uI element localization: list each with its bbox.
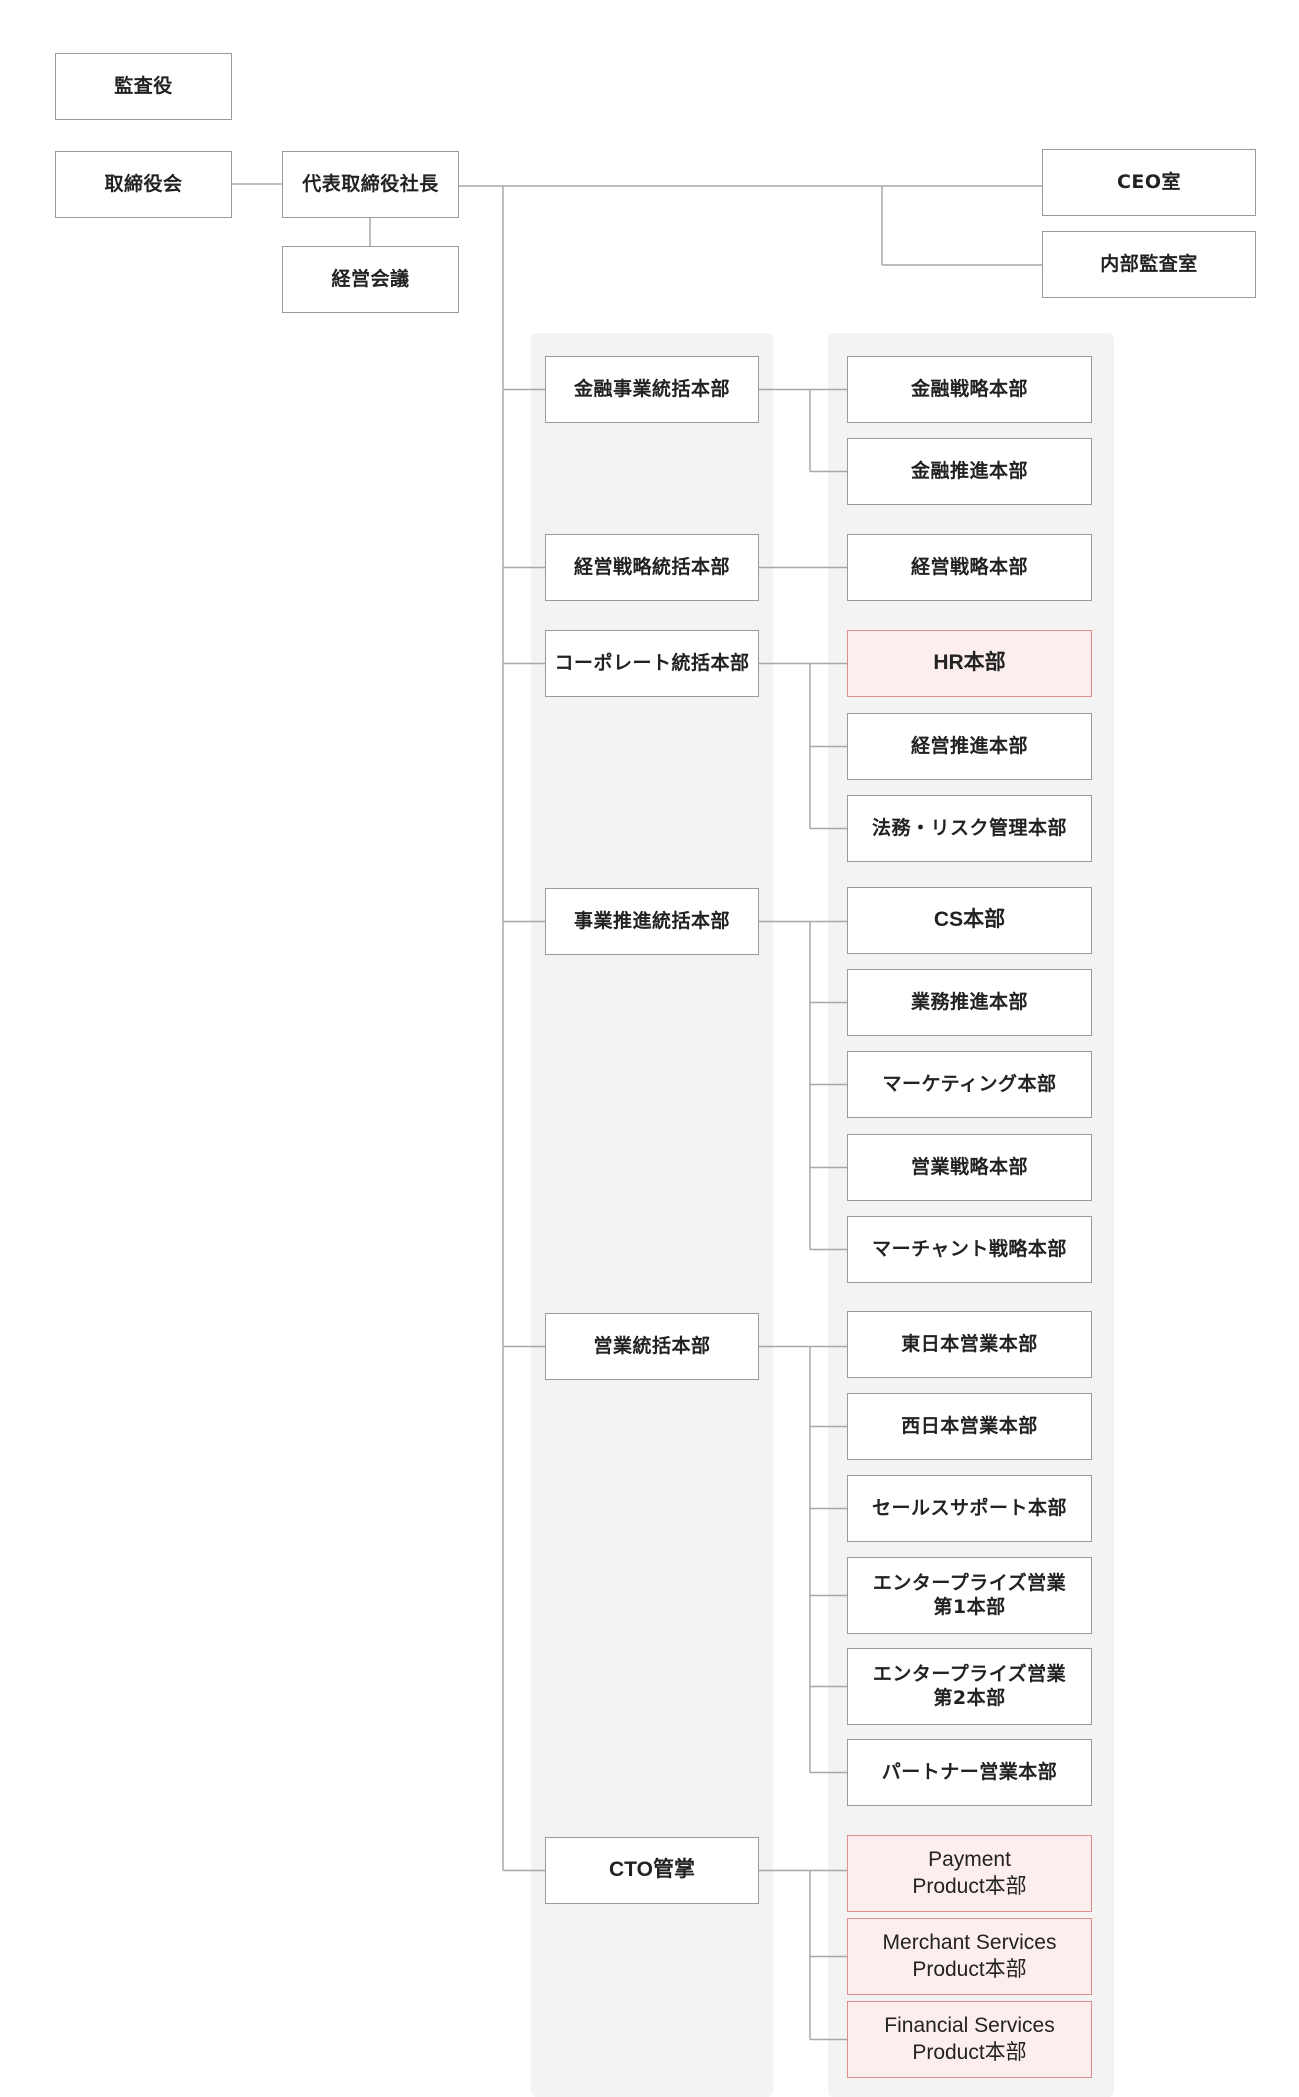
division-panel bbox=[531, 333, 773, 2097]
department-node: Merchant Services Product本部 bbox=[847, 1918, 1092, 1995]
division-node: コーポレート統括本部 bbox=[545, 630, 759, 697]
department-node: HR本部 bbox=[847, 630, 1092, 697]
department-node: エンタープライズ営業 第1本部 bbox=[847, 1557, 1092, 1634]
division-node: 経営戦略統括本部 bbox=[545, 534, 759, 601]
node-management-meeting: 経営会議 bbox=[282, 246, 459, 313]
department-node: Payment Product本部 bbox=[847, 1835, 1092, 1912]
division-node: 営業統括本部 bbox=[545, 1313, 759, 1380]
node-board: 取締役会 bbox=[55, 151, 232, 218]
department-node: 営業戦略本部 bbox=[847, 1134, 1092, 1201]
node-ceo: 代表取締役社長 bbox=[282, 151, 459, 218]
department-node: マーチャント戦略本部 bbox=[847, 1216, 1092, 1283]
department-node: 西日本営業本部 bbox=[847, 1393, 1092, 1460]
department-node: 業務推進本部 bbox=[847, 969, 1092, 1036]
department-node: マーケティング本部 bbox=[847, 1051, 1092, 1118]
department-node: Financial Services Product本部 bbox=[847, 2001, 1092, 2078]
department-node: セールスサポート本部 bbox=[847, 1475, 1092, 1542]
department-node: 経営推進本部 bbox=[847, 713, 1092, 780]
department-node: エンタープライズ営業 第2本部 bbox=[847, 1648, 1092, 1725]
department-node: 金融推進本部 bbox=[847, 438, 1092, 505]
node-ceo-office: CEO室 bbox=[1042, 149, 1256, 216]
node-audit: 監査役 bbox=[55, 53, 232, 120]
division-node: CTO管掌 bbox=[545, 1837, 759, 1904]
division-node: 金融事業統括本部 bbox=[545, 356, 759, 423]
node-internal-audit: 内部監査室 bbox=[1042, 231, 1256, 298]
department-node: 法務・リスク管理本部 bbox=[847, 795, 1092, 862]
division-node: 事業推進統括本部 bbox=[545, 888, 759, 955]
department-node: 金融戦略本部 bbox=[847, 356, 1092, 423]
department-node: CS本部 bbox=[847, 887, 1092, 954]
department-node: パートナー営業本部 bbox=[847, 1739, 1092, 1806]
department-node: 経営戦略本部 bbox=[847, 534, 1092, 601]
department-node: 東日本営業本部 bbox=[847, 1311, 1092, 1378]
